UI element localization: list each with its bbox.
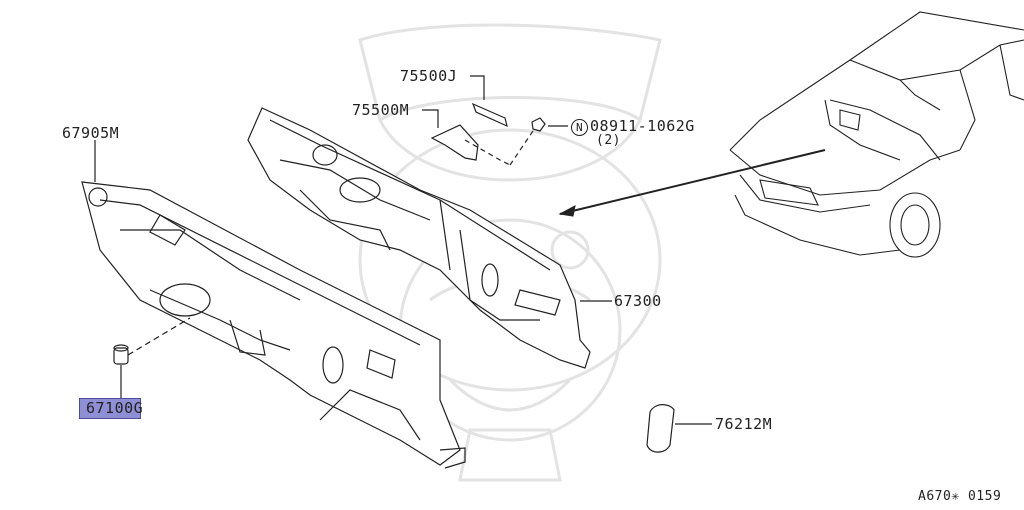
part-label-75500J[interactable]: 75500J — [400, 67, 458, 85]
part-label-76212M[interactable]: 76212M — [715, 415, 773, 433]
leader-75500J — [470, 75, 485, 100]
nut-drawing — [531, 117, 546, 132]
part-label-75500M[interactable]: 75500M — [352, 101, 410, 119]
bracket-m-drawing — [430, 124, 479, 161]
diagram-id: A670✳ 0159 — [918, 489, 1002, 504]
leader-75500M — [422, 109, 439, 128]
nut-prefix-symbol: N — [571, 119, 588, 136]
nut-part-number: 08911-1062G — [590, 117, 695, 135]
dash-insulator-drawing — [81, 181, 466, 469]
selected-part-highlight — [79, 398, 141, 419]
bracket-j-drawing — [471, 102, 508, 128]
part-qty-nut: (2) — [596, 133, 621, 148]
grommet-drawing — [113, 344, 129, 365]
vehicle-drawing — [729, 11, 1024, 258]
part-label-67905M[interactable]: 67905M — [62, 124, 120, 142]
dash-panel-drawing — [247, 107, 591, 369]
plug-drawing — [646, 404, 675, 453]
part-label-67300[interactable]: 67300 — [614, 292, 662, 310]
part-label-67100G[interactable]: 67100G — [86, 399, 144, 417]
